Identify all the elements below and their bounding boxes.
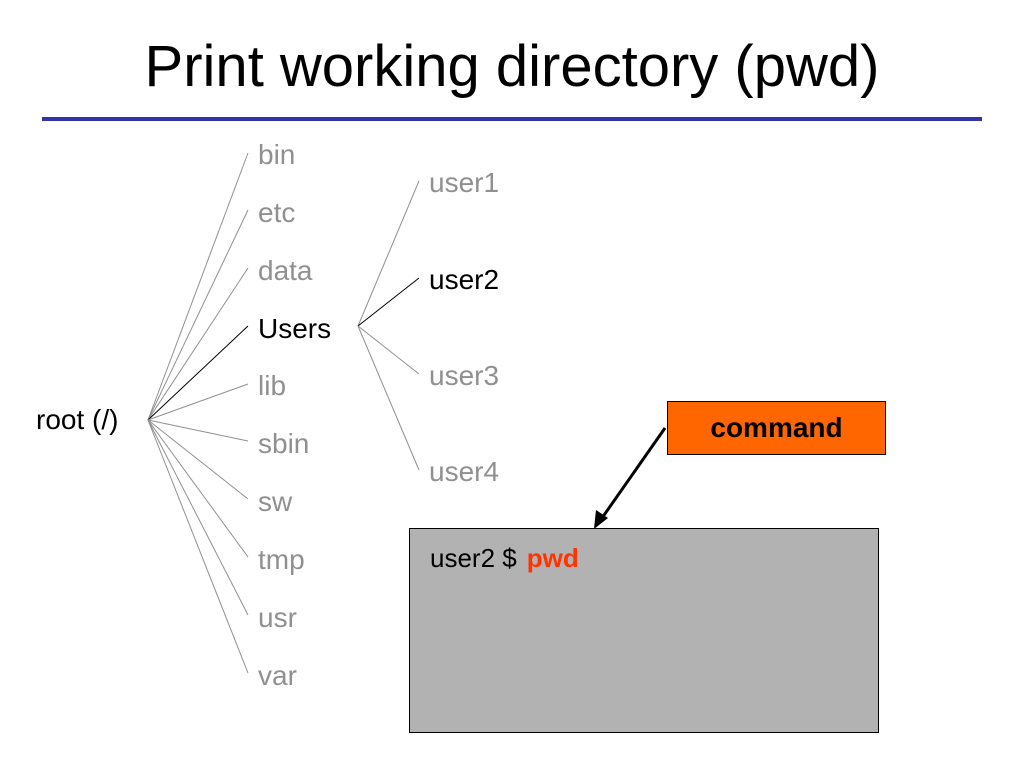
tree-root-label: root (/) bbox=[36, 404, 119, 435]
edge-root-users bbox=[147, 325, 249, 421]
edge-root-tmp bbox=[147, 419, 249, 558]
terminal-line: user2 $ pwd bbox=[430, 545, 579, 571]
dir-user3: user3 bbox=[429, 360, 500, 391]
dir-bin: bin bbox=[258, 139, 296, 170]
dir-usr: usr bbox=[258, 602, 297, 633]
edge-root-bin bbox=[147, 152, 249, 421]
dir-lib: lib bbox=[258, 370, 287, 401]
edge-root-var bbox=[147, 419, 249, 674]
dir-data: data bbox=[258, 255, 313, 286]
edge-users-user2 bbox=[357, 277, 420, 327]
command-callout: command bbox=[667, 401, 886, 455]
terminal-command: pwd bbox=[526, 543, 579, 573]
edge-root-etc bbox=[147, 209, 249, 421]
terminal-prompt: user2 $ bbox=[430, 543, 517, 573]
arrow-head-icon bbox=[594, 510, 608, 529]
dir-user1: user1 bbox=[429, 167, 500, 198]
dir-tmp: tmp bbox=[258, 544, 305, 575]
page-title: Print working directory (pwd) bbox=[144, 34, 880, 99]
edge-root-data bbox=[147, 267, 249, 421]
title-divider bbox=[42, 117, 982, 121]
edge-root-sbin bbox=[147, 419, 249, 442]
edge-users-user4 bbox=[357, 325, 420, 471]
command-callout-label: command bbox=[710, 412, 843, 443]
terminal-window: user2 $ pwd bbox=[409, 528, 879, 733]
edge-root-usr bbox=[147, 419, 249, 616]
dir-var: var bbox=[258, 660, 297, 691]
dir-user2: user2 bbox=[429, 264, 500, 295]
dir-users: Users bbox=[258, 313, 332, 344]
dir-user4: user4 bbox=[429, 456, 500, 487]
edge-root-lib bbox=[147, 383, 249, 421]
dir-sbin: sbin bbox=[258, 428, 310, 459]
callout-arrow bbox=[600, 427, 667, 519]
dir-etc: etc bbox=[258, 197, 296, 228]
edge-root-sw bbox=[147, 419, 249, 500]
edge-users-user3 bbox=[357, 325, 420, 375]
dir-sw: sw bbox=[258, 486, 293, 517]
edge-users-user1 bbox=[357, 180, 420, 327]
